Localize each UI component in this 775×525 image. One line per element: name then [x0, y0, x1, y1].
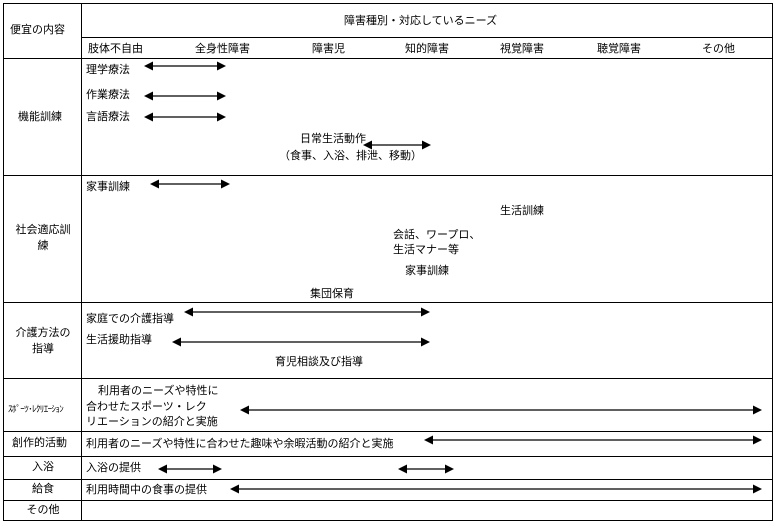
double-arrow-icon [398, 464, 454, 474]
header-disability-visual: 視覚障害 [500, 42, 544, 55]
item-housework-training-2: 家事訓練 [405, 264, 449, 277]
header-disability-children: 障害児 [312, 42, 345, 55]
item-conversation-2: 生活マナー等 [393, 243, 459, 256]
row-divider [3, 175, 772, 176]
row-label-creative-activity: 創作的活動 [12, 436, 67, 449]
item-conversation-1: 会話、ワープロ、 [393, 228, 481, 241]
double-arrow-icon [144, 91, 226, 101]
row-divider [3, 58, 772, 59]
item-sports-text-1: 利用者のニーズや特性に [98, 384, 219, 397]
table-border-left [3, 3, 4, 521]
item-occupational-therapy: 作業療法 [86, 88, 130, 101]
double-arrow-icon [363, 140, 431, 150]
row-label-care-guidance-2: 指導 [32, 342, 54, 355]
item-bathing-provision: 入浴の提供 [86, 461, 141, 474]
label-column-divider [81, 3, 82, 521]
row-label-social-adaptation-2: 練 [37, 239, 49, 252]
row-divider [3, 479, 772, 480]
item-daily-living-detail: （食事、入浴、排泄、移動） [279, 149, 422, 162]
item-speech-therapy: 言語療法 [86, 110, 130, 123]
row-label-sports-recreation: ｽﾎﾟｰﾂ･ﾚｸﾘｴｰｼｮﾝ [8, 405, 64, 415]
header-disability-physical: 肢体不自由 [88, 42, 143, 55]
double-arrow-icon [230, 484, 762, 494]
item-housework-training: 家事訓練 [86, 180, 130, 193]
row-divider [3, 302, 772, 303]
item-physical-therapy: 理学療法 [86, 63, 130, 76]
item-life-support-guidance: 生活援助指導 [86, 333, 152, 346]
row-label-bathing: 入浴 [32, 460, 54, 473]
row-label-function-training: 機能訓練 [18, 110, 62, 123]
double-arrow-icon [184, 307, 430, 317]
double-arrow-icon [172, 337, 430, 347]
item-sports-text-2: 合わせたスポーツ・レク [86, 400, 207, 413]
double-arrow-icon [144, 61, 226, 71]
double-arrow-icon [150, 179, 230, 189]
item-home-care-guidance: 家庭での介護指導 [86, 312, 174, 325]
item-sports-text-3: リエーションの紹介と実施 [86, 415, 218, 428]
header-content-label: 便宜の内容 [10, 23, 65, 36]
item-daily-living: 日常生活動作 [300, 132, 366, 145]
row-label-meals: 給食 [32, 482, 54, 495]
header-divider [81, 37, 772, 38]
item-group-childcare: 集団保育 [310, 287, 354, 300]
row-divider [3, 456, 772, 457]
table-border-bottom [3, 520, 772, 521]
row-label-other: その他 [26, 503, 60, 516]
header-span-title: 障害種別・対応しているニーズ [344, 14, 498, 27]
header-disability-intellectual: 知的障害 [405, 42, 449, 55]
item-creative-activity-text: 利用者のニーズや特性に合わせた趣味や余暇活動の紹介と実施 [86, 437, 394, 450]
row-label-care-guidance-1: 介護方法の [15, 326, 71, 339]
item-meal-provision: 利用時間中の食事の提供 [86, 483, 207, 496]
header-disability-systemic: 全身性障害 [195, 42, 250, 55]
double-arrow-icon [424, 435, 762, 445]
row-divider [3, 378, 772, 379]
header-disability-other: その他 [702, 42, 735, 55]
header-disability-hearing: 聴覚障害 [597, 42, 641, 55]
double-arrow-icon [158, 464, 222, 474]
double-arrow-icon [240, 405, 762, 415]
table-border-top [3, 3, 772, 4]
item-childcare-consultation: 育児相談及び指導 [275, 355, 363, 368]
row-label-social-adaptation-1: 社会適応訓 [15, 223, 71, 236]
row-divider [3, 431, 772, 432]
row-divider [3, 500, 772, 501]
item-life-training: 生活訓練 [500, 204, 544, 217]
table-border-right [772, 3, 773, 521]
double-arrow-icon [144, 112, 226, 122]
